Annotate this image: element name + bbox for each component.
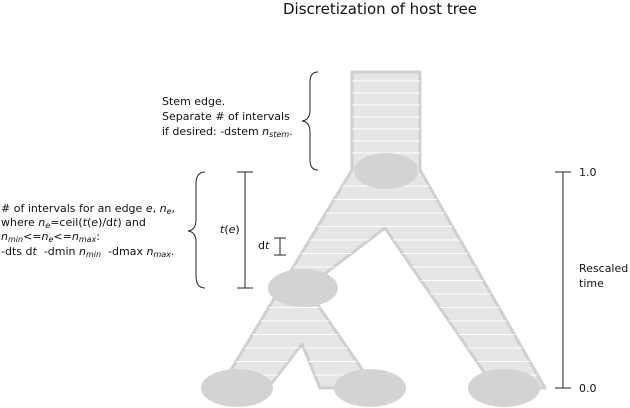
stem-note-line1: Stem edge. [162, 95, 226, 108]
time-top-tick-label: 1.0 [579, 166, 597, 179]
edge-note-line1: # of intervals for an edge e, ne, [1, 202, 175, 216]
edge-brace [187, 171, 206, 289]
dt-label: dt [258, 239, 270, 252]
time-bottom-tick-label: 0.0 [579, 382, 597, 395]
stem-note-line2: Separate # of intervals [162, 110, 290, 123]
time-axis-label-line1: Rescaled [579, 262, 629, 275]
internal-node [268, 269, 338, 307]
leaf-node-3 [468, 369, 540, 407]
leaf-node-2 [334, 369, 406, 407]
leaf-node-1 [201, 369, 273, 407]
stem-brace [301, 71, 319, 171]
root-node [354, 153, 418, 189]
time-axis-label-line2: time [579, 277, 604, 290]
te-label: t(e) [220, 223, 240, 236]
edge-note-line4: -dts dt -dmin nmin -dmax nmax. [1, 245, 175, 259]
edge-note-line3: nmin<=ne<=nmax: [1, 230, 100, 244]
edge-note-line2: where ne=ceil(t(e)/dt) and [1, 216, 146, 230]
stem-note-line3: if desired: -dstem nstem. [162, 125, 293, 139]
diagram-title: Discretization of host tree [282, 0, 477, 18]
